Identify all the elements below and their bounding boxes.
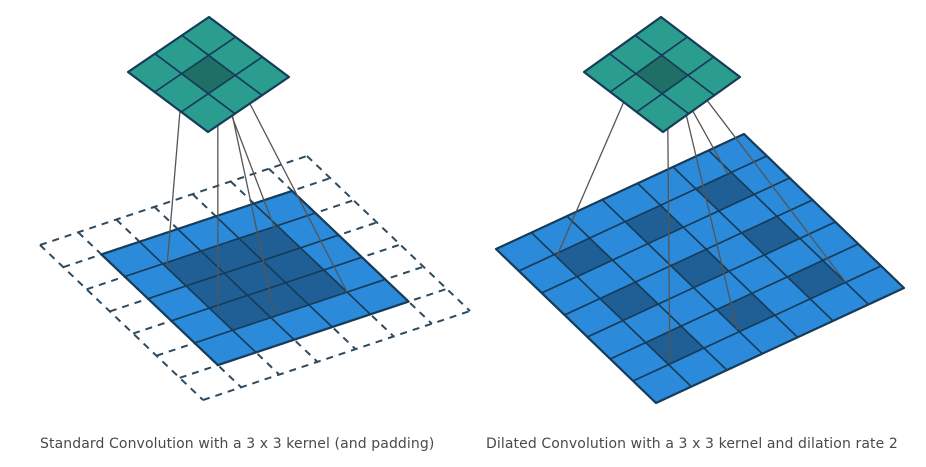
standard-convolution-caption: Standard Convolution with a 3 x 3 kernel…	[40, 436, 435, 452]
dilated-input-grid	[494, 132, 906, 405]
dilated-input-border	[494, 132, 906, 405]
standard-output-grid	[126, 15, 291, 134]
standard-link-4	[223, 78, 275, 311]
standard-input-grid	[100, 189, 410, 367]
padding-line-v-7	[202, 310, 471, 401]
dilated-link-0	[556, 73, 637, 258]
padding-line-u-7	[306, 155, 471, 312]
padding-line-v-0	[39, 155, 308, 246]
dilated-link-1	[666, 89, 671, 361]
dilated-link-4	[677, 78, 738, 330]
dilated-convolution-caption: Dilated Convolution with a 3 x 3 kernel …	[486, 436, 898, 452]
dilated-link-3	[687, 74, 847, 283]
standard-link-3	[234, 75, 348, 293]
dilated-output-border	[582, 15, 742, 134]
dilated-output-grid	[582, 15, 742, 134]
standard-input-border	[100, 189, 410, 367]
padding-line-u-0	[39, 244, 204, 401]
standard-output-border	[126, 15, 291, 134]
